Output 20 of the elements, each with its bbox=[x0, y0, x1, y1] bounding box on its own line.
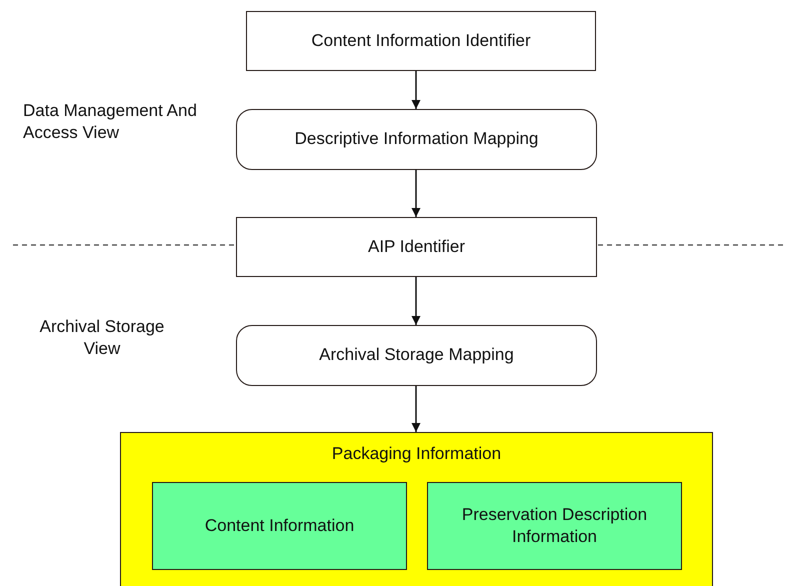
node-text: Content Information Identifier bbox=[311, 30, 531, 52]
process-box bbox=[152, 482, 407, 570]
rounded-box bbox=[236, 325, 597, 386]
arrow bbox=[412, 170, 420, 217]
rounded-box bbox=[236, 109, 597, 170]
arrow bbox=[412, 71, 420, 109]
view-label: Data Management And Access View bbox=[23, 100, 198, 144]
arrow bbox=[412, 386, 420, 432]
view-label: Archival Storage View bbox=[38, 316, 166, 360]
node-text: Descriptive Information Mapping bbox=[294, 128, 538, 150]
container-box bbox=[120, 432, 713, 586]
process-box bbox=[246, 11, 596, 71]
node-text: Content Information bbox=[204, 514, 354, 537]
node-text: Archival Storage Mapping bbox=[319, 344, 514, 366]
node-text: Packaging Information bbox=[332, 443, 502, 465]
process-box bbox=[236, 217, 597, 277]
process-box bbox=[427, 482, 682, 570]
arrow bbox=[412, 277, 420, 325]
node-text: AIP Identifier bbox=[368, 236, 466, 258]
node-text: Preservation Description Information bbox=[460, 504, 648, 548]
